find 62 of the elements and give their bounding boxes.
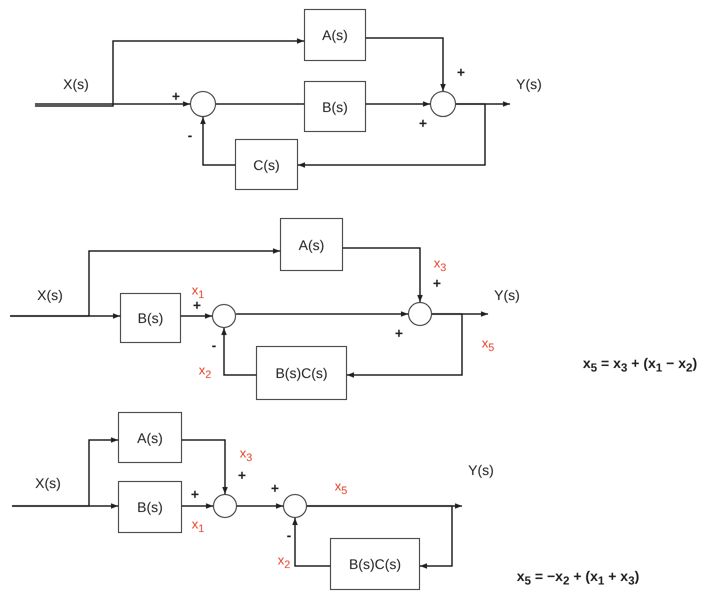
arrow [35,101,190,107]
signal-variable: x$_{5}$ [482,336,494,354]
signal-variable: x$_{3}$ [240,446,252,464]
arrow [307,505,453,569]
transfer-function-block: B(s)C(s) [256,346,347,400]
transfer-function-block: B(s)C(s) [330,538,420,590]
output-signal-label: Y(s) [488,287,526,320]
transfer-function-block: B(s) [118,481,182,533]
signal-variable: x$_{5}$ [334,479,348,497]
output-signal-label: Y(s) [462,462,500,512]
arrow [182,439,228,494]
equation: x$_{5}$ = −x$_{2}$ + (x$_{1}$ + x$_{3}$) [516,568,640,588]
signal-name: X(s) [37,288,63,302]
transfer-function-block: C(s) [235,139,298,190]
transfer-function-block: B(s) [304,81,366,132]
arrow [181,313,212,319]
summing-junction [408,302,432,326]
signal-name: X(s) [35,476,61,490]
arrow [237,503,283,509]
arrow [221,328,256,376]
signal-variable: x$_{1}$ [192,283,204,301]
sign-label: + [418,116,428,130]
arrow [366,37,446,91]
arrow [347,313,463,378]
arrow [236,311,408,317]
arrow [12,503,118,509]
signal-variable: x$_{2}$ [198,363,212,381]
connector-line [216,103,304,105]
arrow [292,518,330,567]
sign-label: - [212,338,216,352]
sign-label: + [432,276,442,290]
arrow [366,101,430,107]
transfer-function-block: A(s) [304,9,366,61]
transfer-function-block: B(s) [120,293,181,343]
arrow [10,313,120,319]
arrow [35,38,304,107]
sign-label: + [192,298,202,312]
signal-variable: x$_{2}$ [278,553,290,571]
signal-variable: x$_{1}$ [192,517,204,535]
sign-label: + [190,487,200,501]
arrow [182,503,213,509]
sign-label: - [286,528,292,542]
summing-junction [190,91,216,117]
sign-label: + [238,468,246,482]
sign-label: + [394,326,404,340]
arrow [200,117,235,166]
arrow [343,247,423,302]
summing-junction [213,494,237,518]
sign-label: - [188,128,192,142]
transfer-function-block: A(s) [280,218,343,271]
signal-name: X(s) [63,77,89,91]
sign-label: + [270,481,280,495]
summing-junction [212,304,236,328]
arrow [298,103,486,168]
sign-label: + [172,89,180,103]
summing-junction [283,494,307,518]
summing-junction [430,91,456,117]
transfer-function-block: A(s) [118,412,182,463]
signal-variable: x$_{3}$ [434,256,446,274]
output-signal-label: Y(s) [510,76,548,110]
sign-label: + [456,65,466,79]
equation: x$_{5}$ = x$_{3}$ + (x$_{1}$ − x$_{2}$) [582,356,698,374]
